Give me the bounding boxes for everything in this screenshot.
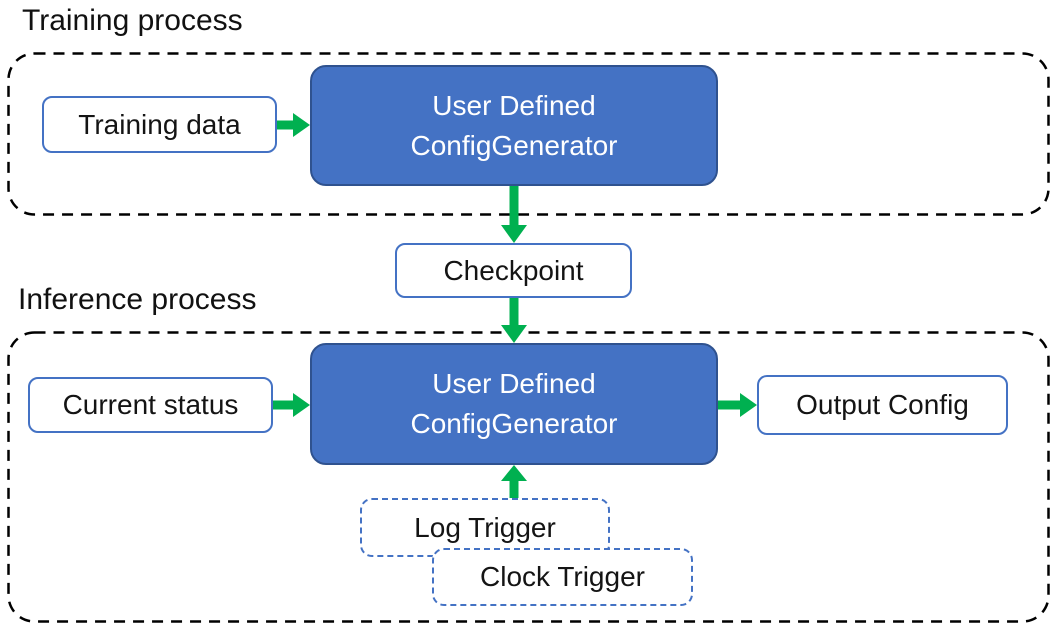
current-status-label: Current status (62, 389, 239, 420)
arrow-head (293, 113, 310, 137)
arrow-shaft (277, 120, 295, 130)
inference-process-container (7, 331, 1050, 623)
arrow-shaft (509, 298, 519, 327)
clock-trigger-box: Clock Trigger (432, 548, 693, 606)
arrow-shaft (273, 400, 295, 410)
training-process-container (7, 52, 1050, 216)
current-status-box: Current status (28, 377, 273, 433)
log-trigger-box: Log Trigger (360, 498, 610, 557)
output-config-label: Output Config (796, 389, 969, 420)
training-data-box: Training data (42, 96, 277, 153)
arrow-down-checkpoint-to-generator-icon (501, 298, 527, 343)
training-generator-line2: ConfigGenerator (410, 129, 618, 161)
arrow-head (293, 393, 310, 417)
inference-generator-line1: User Defined (432, 368, 596, 399)
arrow-shaft (509, 186, 519, 227)
arrow-shaft (509, 479, 519, 498)
inference-generator-line2: ConfigGenerator (410, 408, 618, 439)
training-generator-line1: User Defined (432, 89, 596, 121)
arrow-shaft (718, 400, 742, 410)
inference-process-label: Inference process (18, 283, 257, 316)
arrow-right-current-status-to-generator-icon (273, 393, 310, 417)
checkpoint-label: Checkpoint (443, 254, 584, 286)
checkpoint-box: Checkpoint (395, 243, 632, 298)
training-data-label: Training data (78, 108, 241, 140)
training-generator-box: User Defined ConfigGenerator (310, 65, 718, 186)
log-trigger-label: Log Trigger (414, 511, 556, 543)
arrow-head (501, 225, 527, 243)
arrow-right-training-data-to-generator-icon (277, 113, 310, 137)
output-config-box: Output Config (757, 375, 1008, 435)
training-process-outline (7, 52, 1050, 216)
arrow-up-trigger-to-generator-icon (501, 465, 527, 498)
inference-process-outline (7, 331, 1050, 623)
clock-trigger-label: Clock Trigger (480, 561, 645, 592)
arrow-right-generator-to-output-icon (718, 393, 757, 417)
inference-generator-box: User Defined ConfigGenerator (310, 343, 718, 465)
arrow-head (501, 465, 527, 481)
arrow-head (740, 393, 757, 417)
arrow-head (501, 325, 527, 343)
training-process-label: Training process (22, 4, 243, 37)
arrow-down-generator-to-checkpoint-icon (501, 186, 527, 243)
